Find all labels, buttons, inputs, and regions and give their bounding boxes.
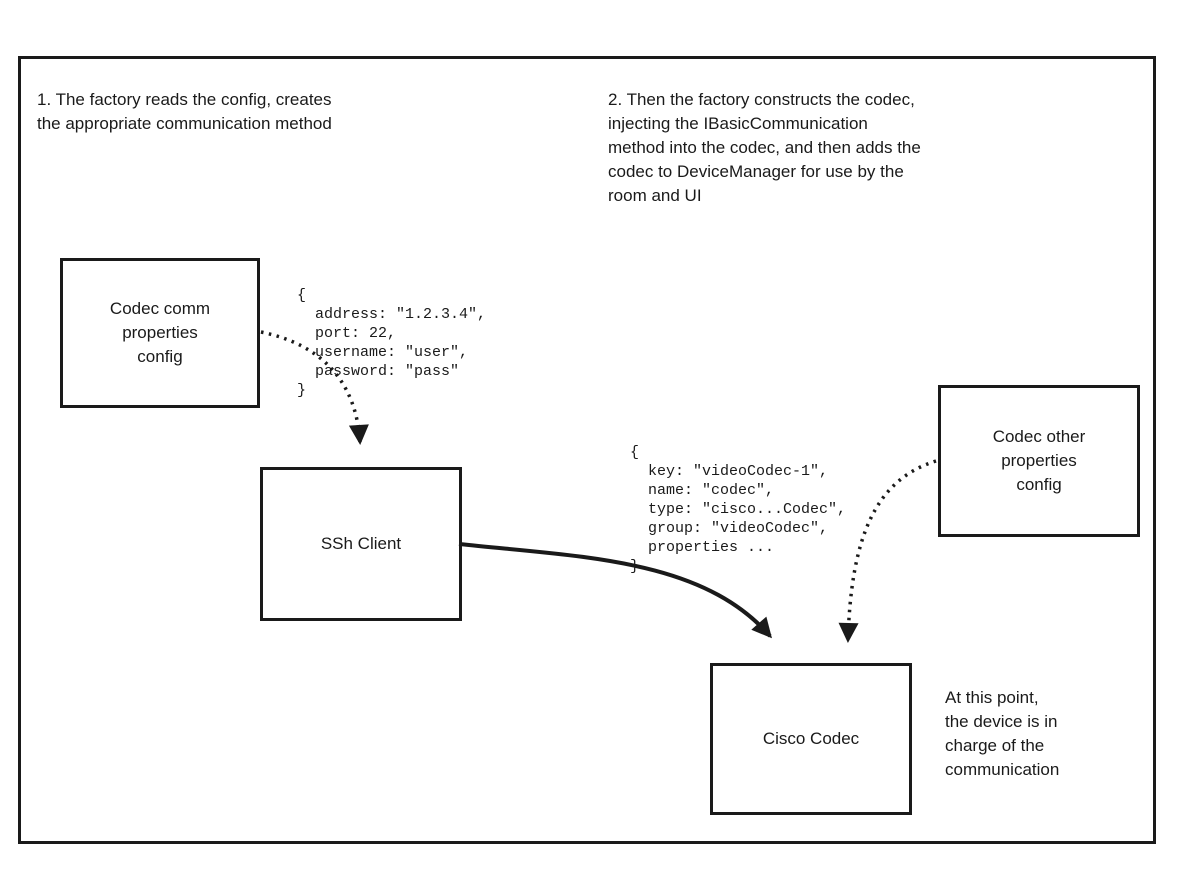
- codec-properties-code: { key: "videoCodec-1", name: "codec", ty…: [630, 444, 847, 575]
- step2-annotation: 2. Then the factory constructs the codec…: [608, 90, 921, 205]
- node-codec-other-properties-config: Codec other properties config: [938, 385, 1140, 537]
- node-cisco-codec: Cisco Codec: [710, 663, 912, 815]
- node-codec-comm-properties-config: Codec comm properties config: [60, 258, 260, 408]
- device-note-annotation: At this point, the device is in charge o…: [945, 688, 1060, 779]
- comm-properties-code: { address: "1.2.3.4", port: 22, username…: [297, 287, 487, 399]
- step1-annotation: 1. The factory reads the config, creates…: [37, 90, 332, 133]
- node-ssh-client: SSh Client: [260, 467, 462, 621]
